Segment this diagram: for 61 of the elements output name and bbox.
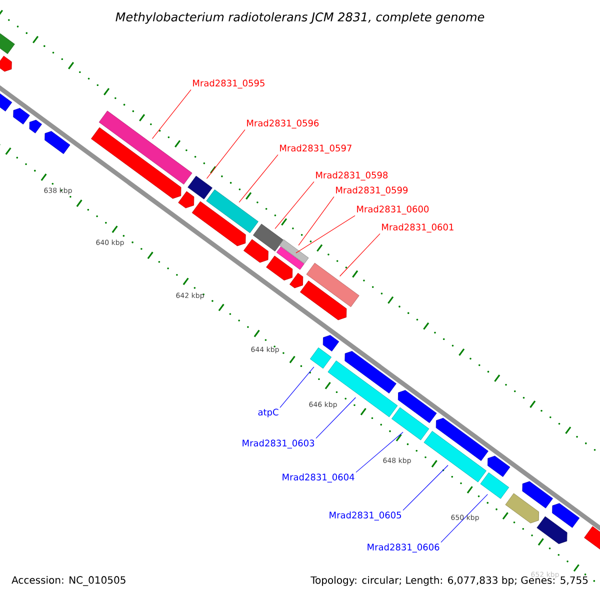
gene-bar — [424, 430, 486, 482]
gene-block — [44, 131, 70, 154]
gene-label: Mrad2831_0600 — [357, 206, 429, 214]
gene-label: Mrad2831_0606 — [368, 544, 440, 552]
gene-block — [552, 503, 580, 528]
gene-label: Mrad2831_0598 — [316, 172, 388, 180]
leader-line — [340, 233, 380, 277]
leader-line — [356, 432, 404, 473]
gene-block — [522, 481, 553, 508]
gene-label: Mrad2831_0604 — [282, 474, 354, 482]
gene-bar — [188, 176, 212, 200]
gene-block — [488, 456, 510, 477]
leader-line — [316, 397, 356, 439]
gene-block — [244, 239, 268, 263]
gene-block — [0, 56, 12, 72]
leader-line — [402, 464, 448, 511]
leader-line — [206, 129, 246, 179]
gene-block — [584, 526, 600, 550]
gene-bar — [279, 239, 309, 264]
gene-bar — [391, 407, 430, 440]
leader-line — [296, 215, 356, 254]
gene-block — [91, 127, 182, 199]
gene-block — [398, 390, 437, 424]
leader-line — [274, 181, 314, 230]
gene-block — [192, 201, 246, 246]
gene-bar — [253, 224, 284, 252]
leader-line — [440, 494, 488, 543]
leader-line — [152, 89, 192, 139]
gene-block — [266, 256, 293, 280]
leader-line — [298, 196, 334, 246]
gene-bar — [98, 110, 192, 184]
gene-label: Mrad2831_0605 — [330, 512, 401, 520]
gene-block — [290, 272, 304, 288]
leader-line — [280, 366, 314, 408]
gene-block — [0, 92, 12, 112]
gene-block — [300, 280, 347, 320]
gene-label: Mrad2831_0603 — [242, 440, 314, 448]
genome-stats-text: Topology: circular; Length: 6,077,833 bp; Genes: 5,755 — [310, 576, 588, 586]
gene-label: atpC — [258, 408, 278, 418]
gene-block — [322, 335, 340, 352]
gene-block — [505, 493, 539, 524]
gene-block — [0, 33, 15, 54]
gene-label: Mrad2831_0595 — [193, 80, 264, 88]
gene-bar — [306, 262, 360, 308]
title: Methylobacterium radiotolerans JCM 2831, complete genome — [116, 12, 484, 24]
gene-block — [178, 191, 194, 208]
gene-block — [436, 418, 488, 461]
leader-line — [238, 154, 278, 203]
gene-block — [344, 351, 396, 394]
gene-block — [29, 120, 42, 134]
gene-label: Mrad2831_0596 — [247, 120, 319, 128]
gene-label: Mrad2831_0601 — [382, 224, 454, 232]
gene-label: Mrad2831_0599 — [336, 186, 408, 196]
gene-block — [536, 516, 568, 544]
gene-label: Mrad2831_0597 — [280, 144, 352, 154]
gene-block — [13, 108, 30, 124]
gene-bar — [480, 472, 510, 499]
gene-bar — [206, 189, 258, 234]
gene-bar — [276, 246, 304, 270]
accession-text: Accession: NC_010505 — [12, 576, 126, 586]
gene-bar — [310, 347, 332, 369]
